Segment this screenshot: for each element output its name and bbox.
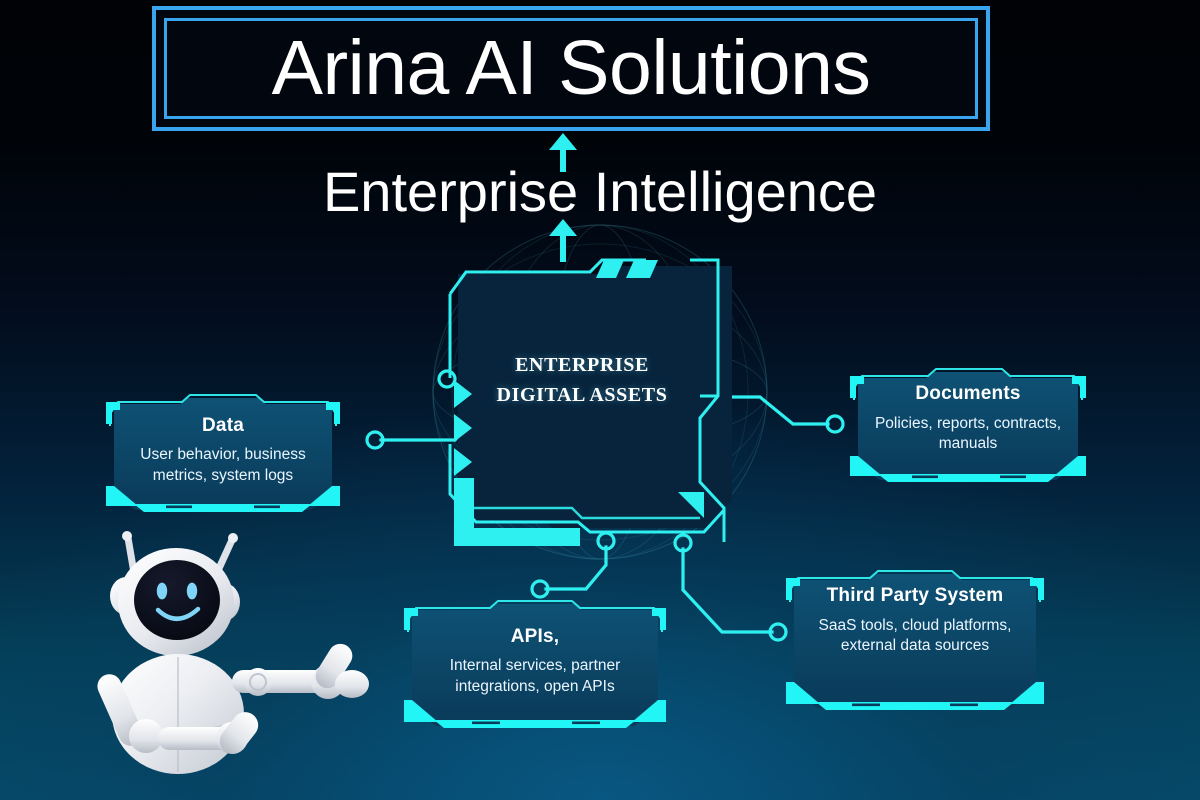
card-third-party-system-frame — [786, 570, 1044, 710]
card-documents-description: Policies, reports, contracts, manuals — [874, 414, 1062, 453]
card-documents-body: Documents Policies, reports, contracts, … — [848, 366, 1088, 484]
card-apis-description: Internal services, partner integrations,… — [449, 657, 621, 695]
card-data-title: Data — [202, 414, 244, 436]
hub-label-line1: ENTERPRISE — [515, 354, 649, 376]
hub-label-line2: DIGITAL ASSETS — [496, 384, 668, 406]
card-documents-frame — [850, 368, 1086, 482]
card-third-party-system-description: SaaS tools, cloud platforms, external da… — [818, 616, 1012, 655]
page-subtitle: Enterprise Intelligence — [322, 160, 878, 223]
card-data-description: User behavior, business metrics, system … — [140, 446, 306, 484]
hub-frame — [448, 258, 732, 546]
hub-label: ENTERPRISE DIGITAL ASSETS — [432, 350, 732, 410]
card-data-frame — [106, 394, 340, 512]
card-apis-title: APIs, — [510, 625, 560, 647]
card-third-party-system-body: Third Party System SaaS tools, cloud pla… — [784, 568, 1046, 712]
card-documents-title: Documents — [915, 383, 1021, 404]
hub-enterprise-digital-assets[interactable]: ENTERPRISE DIGITAL ASSETS — [432, 256, 732, 548]
card-third-party-system-title: Third Party System — [826, 585, 1004, 606]
robot-mascot-icon — [97, 531, 369, 774]
card-documents[interactable]: Documents Policies, reports, contracts, … — [848, 366, 1088, 484]
card-data-body: Data User behavior, business metrics, sy… — [104, 392, 342, 514]
title-frame-inner: Arina AI Solutions — [164, 18, 978, 119]
card-third-party-system[interactable]: Third Party System SaaS tools, cloud pla… — [784, 568, 1046, 712]
page-title: Arina AI Solutions — [271, 25, 871, 111]
title-frame: Arina AI Solutions — [152, 6, 990, 131]
card-data[interactable]: Data User behavior, business metrics, sy… — [104, 392, 342, 514]
card-apis-frame — [404, 600, 666, 728]
card-apis-body: APIs, Internal services, partner integra… — [402, 598, 668, 730]
card-apis[interactable]: APIs, Internal services, partner integra… — [402, 598, 668, 730]
